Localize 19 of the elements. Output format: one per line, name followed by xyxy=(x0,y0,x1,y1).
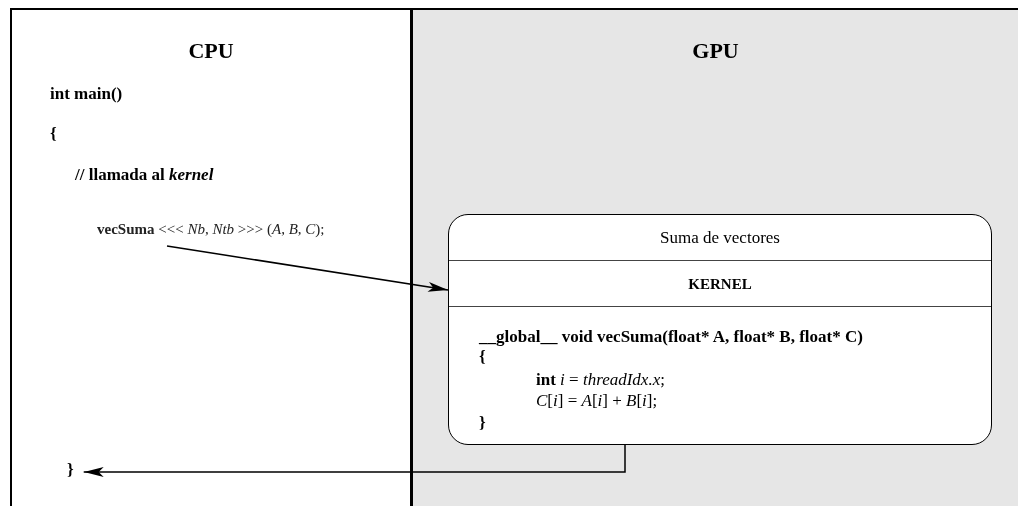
header-row: Suma de vectores xyxy=(449,215,991,261)
arrow xyxy=(82,444,626,477)
kernel-box xyxy=(448,214,992,445)
closing-brace: } xyxy=(67,460,74,480)
gpu-panel xyxy=(413,8,1018,506)
panel-title: CPU xyxy=(187,38,235,64)
code-line: __global__ void vecSuma(float* A, float* B, float* C) xyxy=(479,327,863,347)
code-line: { xyxy=(50,124,57,144)
type-row: KERNEL xyxy=(449,261,991,307)
cpu-panel xyxy=(10,8,413,506)
kernel-call-code: vecSuma <<< Nb, Ntb >>> (A, B, C); xyxy=(97,221,325,238)
panel-title: GPU xyxy=(691,38,740,64)
code-line: C[i] = A[i] + B[i]; xyxy=(536,391,658,411)
code-line: int i = threadIdx.x; xyxy=(536,370,665,390)
code-line: int main() xyxy=(50,84,123,104)
code-comment: // llamada al kernel xyxy=(75,165,214,185)
code-line: { xyxy=(479,347,486,367)
code-line: } xyxy=(479,413,486,433)
arrow xyxy=(166,245,449,292)
